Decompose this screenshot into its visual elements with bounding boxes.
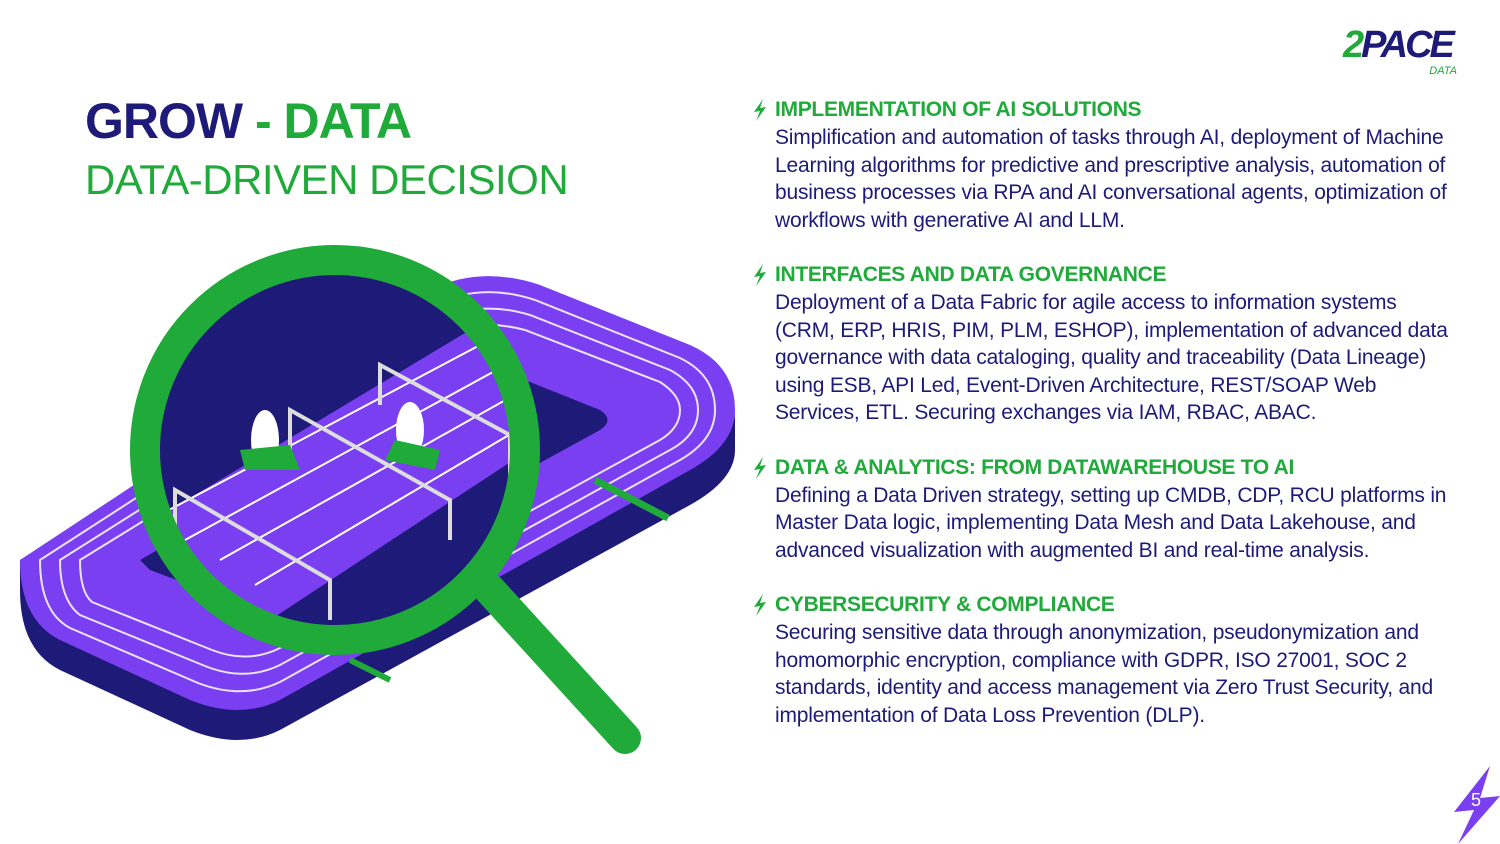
logo-2: 2 [1343, 24, 1364, 66]
section-data-analytics: DATA & ANALYTICS: FROM DATAWAREHOUSE TO … [752, 454, 1452, 565]
lightning-icon [754, 99, 766, 121]
section-cybersecurity: CYBERSECURITY & COMPLIANCE Securing sens… [752, 591, 1452, 729]
section-body: Securing sensitive data through anonymiz… [775, 621, 1433, 727]
magnifier-lens [130, 245, 641, 754]
running-track-magnifier-illustration [20, 245, 735, 754]
title-grow: GROW [85, 93, 243, 149]
page-subtitle: DATA-DRIVEN DECISION [85, 156, 569, 203]
section-data-governance: INTERFACES AND DATA GOVERNANCE Deploymen… [752, 261, 1452, 427]
page-title: GROW - DATA [85, 92, 412, 150]
page-lightning-icon [1454, 766, 1500, 844]
lightning-icon [754, 456, 766, 479]
services-list: IMPLEMENTATION OF AI SOLUTIONS Simplific… [752, 96, 1452, 756]
logo-pace: PACE [1361, 24, 1455, 66]
section-title: CYBERSECURITY & COMPLIANCE [775, 593, 1115, 616]
section-title: DATA & ANALYTICS: FROM DATAWAREHOUSE TO … [775, 455, 1295, 479]
section-ai-solutions: IMPLEMENTATION OF AI SOLUTIONS Simplific… [752, 96, 1452, 234]
brand-logo: 2PACE DATA [1343, 24, 1473, 78]
title-separator: - [242, 93, 284, 149]
page-number: 5 [1470, 790, 1481, 810]
section-body: Simplification and automation of tasks t… [775, 126, 1447, 232]
section-body: Deployment of a Data Fabric for agile ac… [775, 291, 1448, 424]
lightning-icon [754, 264, 766, 286]
runners [240, 402, 440, 470]
section-title: INTERFACES AND DATA GOVERNANCE [775, 263, 1167, 286]
lightning-icon [754, 594, 766, 616]
section-title: IMPLEMENTATION OF AI SOLUTIONS [775, 98, 1142, 121]
title-data: DATA [283, 93, 412, 149]
logo-sub: DATA [1429, 65, 1457, 77]
section-body: Defining a Data Driven strategy, setting… [775, 483, 1447, 562]
